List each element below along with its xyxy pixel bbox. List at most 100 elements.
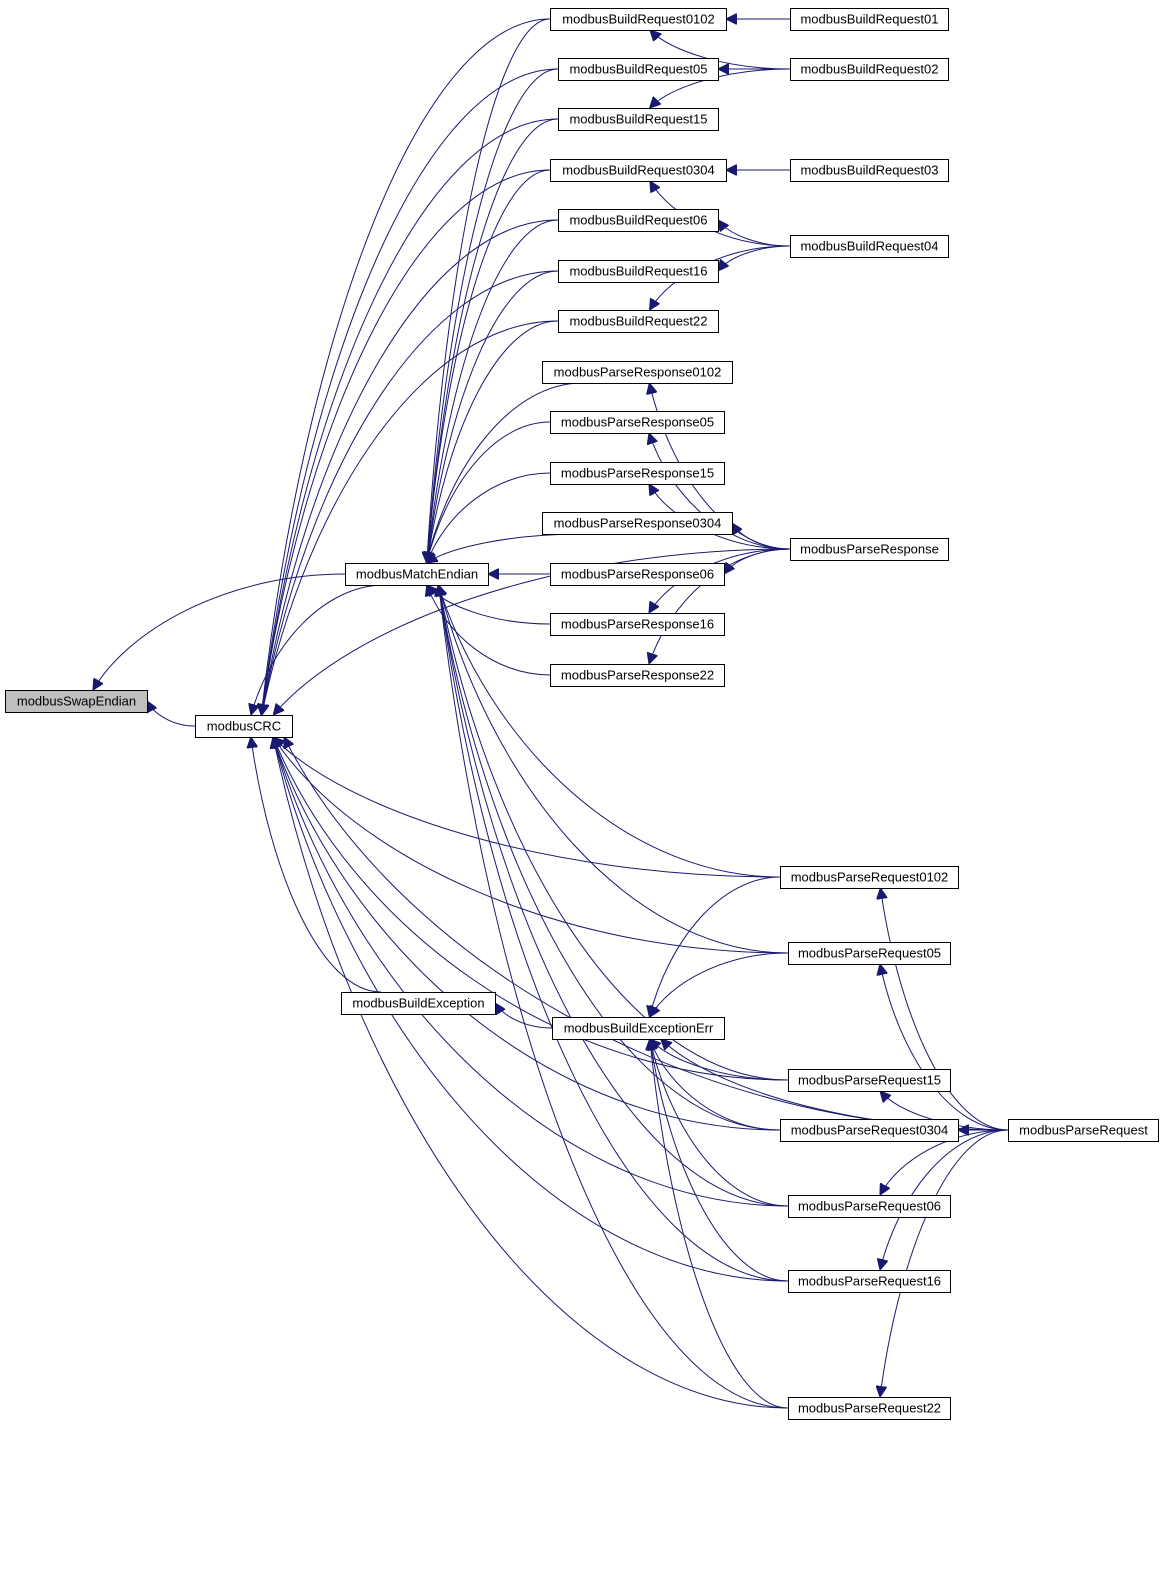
node-label: modbusParseResponse0102 bbox=[554, 365, 722, 380]
node-modbus-parse-response-05[interactable]: modbusParseResponse05 bbox=[550, 411, 725, 434]
edge-modbus-parse-request-06-to-modbus-build-exception-err bbox=[650, 1039, 789, 1207]
node-modbus-parse-response-0102[interactable]: modbusParseResponse0102 bbox=[542, 361, 733, 384]
edge-modbus-parse-request-0304-to-modbus-crc bbox=[273, 737, 781, 1131]
node-modbus-parse-request-16[interactable]: modbusParseRequest16 bbox=[788, 1270, 951, 1293]
edge-modbus-build-request-0102-to-modbus-crc bbox=[261, 18, 551, 715]
node-label: modbusBuildRequest16 bbox=[569, 264, 707, 279]
node-box bbox=[558, 58, 719, 81]
edge-modbus-parse-response-to-modbus-crc bbox=[273, 548, 791, 715]
node-modbus-build-exception-err[interactable]: modbusBuildExceptionErr bbox=[552, 1017, 725, 1040]
node-modbus-build-request-02[interactable]: modbusBuildRequest02 bbox=[790, 58, 949, 81]
node-box bbox=[788, 1397, 951, 1420]
node-label: modbusParseRequest16 bbox=[798, 1274, 941, 1289]
node-modbus-build-request-06[interactable]: modbusBuildRequest06 bbox=[558, 209, 719, 232]
edge-modbus-parse-response-to-modbus-parse-response-06 bbox=[724, 548, 791, 574]
node-modbus-parse-request-15[interactable]: modbusParseRequest15 bbox=[788, 1069, 951, 1092]
edge-modbus-parse-response-15-to-modbus-match-endian bbox=[427, 472, 551, 563]
node-modbus-parse-response-15[interactable]: modbusParseResponse15 bbox=[550, 462, 725, 485]
edge-modbus-match-endian-to-modbus-swap-endian bbox=[93, 573, 346, 690]
node-box bbox=[550, 613, 725, 636]
node-modbus-parse-request-05[interactable]: modbusParseRequest05 bbox=[788, 942, 951, 965]
edge-modbus-parse-request-22-to-modbus-match-endian bbox=[439, 585, 789, 1409]
node-modbus-parse-request-22[interactable]: modbusParseRequest22 bbox=[788, 1397, 951, 1420]
edge-modbus-parse-response-0304-to-modbus-match-endian bbox=[426, 533, 583, 563]
node-modbus-parse-request-0304[interactable]: modbusParseRequest0304 bbox=[780, 1119, 959, 1142]
node-label: modbusCRC bbox=[207, 719, 281, 734]
node-label: modbusParseRequest0102 bbox=[791, 870, 949, 885]
node-box bbox=[542, 361, 733, 384]
node-label: modbusBuildRequest04 bbox=[800, 239, 938, 254]
node-label: modbusBuildRequest05 bbox=[569, 62, 707, 77]
node-label: modbusBuildExceptionErr bbox=[564, 1021, 714, 1036]
edge-modbus-parse-request-05-to-modbus-build-exception-err bbox=[650, 952, 789, 1017]
node-label: modbusBuildRequest06 bbox=[569, 213, 707, 228]
edge-modbus-build-request-0304-to-modbus-match-endian bbox=[427, 169, 551, 563]
node-label: modbusParseResponse bbox=[800, 542, 939, 557]
node-modbus-crc[interactable]: modbusCRC bbox=[195, 715, 293, 738]
node-label: modbusParseRequest bbox=[1019, 1123, 1148, 1138]
node-label: modbusBuildRequest0102 bbox=[562, 12, 715, 27]
node-box bbox=[558, 108, 719, 131]
node-modbus-parse-request-06[interactable]: modbusParseRequest06 bbox=[788, 1195, 951, 1218]
node-modbus-build-request-0304[interactable]: modbusBuildRequest0304 bbox=[550, 159, 727, 182]
edge-modbus-parse-request-15-to-modbus-match-endian bbox=[439, 585, 789, 1081]
node-modbus-build-request-16[interactable]: modbusBuildRequest16 bbox=[558, 260, 719, 283]
node-box bbox=[550, 563, 725, 586]
node-box bbox=[790, 538, 949, 561]
edge-modbus-build-request-15-to-modbus-crc bbox=[262, 118, 559, 715]
edge-modbus-build-exception-err-to-modbus-build-exception bbox=[495, 1003, 553, 1029]
node-modbus-parse-response-0304[interactable]: modbusParseResponse0304 bbox=[542, 512, 733, 535]
edge-modbus-parse-request-0304-to-modbus-match-endian bbox=[438, 585, 781, 1131]
node-box bbox=[790, 159, 949, 182]
node-modbus-build-request-22[interactable]: modbusBuildRequest22 bbox=[558, 310, 719, 333]
node-modbus-parse-response-16[interactable]: modbusParseResponse16 bbox=[550, 613, 725, 636]
node-modbus-parse-request[interactable]: modbusParseRequest bbox=[1008, 1119, 1159, 1142]
node-modbus-parse-response-06[interactable]: modbusParseResponse06 bbox=[550, 563, 725, 586]
node-modbus-build-request-04[interactable]: modbusBuildRequest04 bbox=[790, 235, 949, 258]
edge-modbus-parse-request-06-to-modbus-crc bbox=[273, 737, 789, 1207]
edges bbox=[93, 18, 1009, 1409]
node-box bbox=[550, 462, 725, 485]
node-box bbox=[552, 1017, 725, 1040]
node-modbus-parse-request-0102[interactable]: modbusParseRequest0102 bbox=[780, 866, 959, 889]
edge-modbus-parse-request-0102-to-modbus-crc bbox=[273, 737, 781, 878]
edge-modbus-build-request-06-to-modbus-match-endian bbox=[427, 219, 559, 563]
node-modbus-parse-response-22[interactable]: modbusParseResponse22 bbox=[550, 664, 725, 687]
node-label: modbusBuildRequest15 bbox=[569, 112, 707, 127]
nodes: modbusSwapEndian modbusCRC modbusMatchEndi… bbox=[5, 8, 1159, 1420]
node-box bbox=[341, 992, 496, 1015]
node-label: modbusParseRequest22 bbox=[798, 1401, 941, 1416]
node-box bbox=[788, 942, 951, 965]
edge-modbus-build-request-0102-to-modbus-match-endian bbox=[427, 18, 551, 563]
node-box bbox=[558, 310, 719, 333]
edge-modbus-parse-request-to-modbus-parse-request-16 bbox=[880, 1129, 1009, 1270]
node-label: modbusBuildRequest03 bbox=[800, 163, 938, 178]
node-modbus-build-exception[interactable]: modbusBuildException bbox=[341, 992, 496, 1015]
node-modbus-build-request-15[interactable]: modbusBuildRequest15 bbox=[558, 108, 719, 131]
node-label: modbusParseResponse05 bbox=[561, 415, 714, 430]
node-modbus-swap-endian[interactable]: modbusSwapEndian bbox=[5, 690, 148, 713]
edge-modbus-parse-response-0102-to-modbus-match-endian bbox=[426, 382, 583, 563]
node-box bbox=[550, 664, 725, 687]
node-modbus-build-request-05[interactable]: modbusBuildRequest05 bbox=[558, 58, 719, 81]
node-box bbox=[558, 260, 719, 283]
node-label: modbusBuildRequest01 bbox=[800, 12, 938, 27]
node-box bbox=[790, 58, 949, 81]
node-label: modbusParseResponse15 bbox=[561, 466, 714, 481]
edge-modbus-build-request-06-to-modbus-crc bbox=[262, 219, 559, 715]
node-label: modbusParseRequest15 bbox=[798, 1073, 941, 1088]
edge-modbus-parse-request-to-modbus-parse-request-0102 bbox=[880, 888, 1009, 1131]
node-modbus-build-request-01[interactable]: modbusBuildRequest01 bbox=[790, 8, 949, 31]
node-modbus-build-request-0102[interactable]: modbusBuildRequest0102 bbox=[550, 8, 727, 31]
edge-modbus-parse-request-15-to-modbus-crc bbox=[273, 737, 789, 1081]
node-modbus-match-endian[interactable]: modbusMatchEndian bbox=[345, 563, 489, 586]
edge-modbus-build-request-05-to-modbus-match-endian bbox=[427, 68, 559, 563]
node-label: modbusParseResponse0304 bbox=[554, 516, 722, 531]
edge-modbus-parse-request-15-to-modbus-build-exception-err bbox=[650, 1039, 789, 1081]
node-modbus-build-request-03[interactable]: modbusBuildRequest03 bbox=[790, 159, 949, 182]
node-modbus-parse-response[interactable]: modbusParseResponse bbox=[790, 538, 949, 561]
node-box bbox=[780, 866, 959, 889]
edge-modbus-parse-request-16-to-modbus-build-exception-err bbox=[650, 1039, 789, 1282]
edge-modbus-build-request-16-to-modbus-match-endian bbox=[427, 270, 559, 563]
